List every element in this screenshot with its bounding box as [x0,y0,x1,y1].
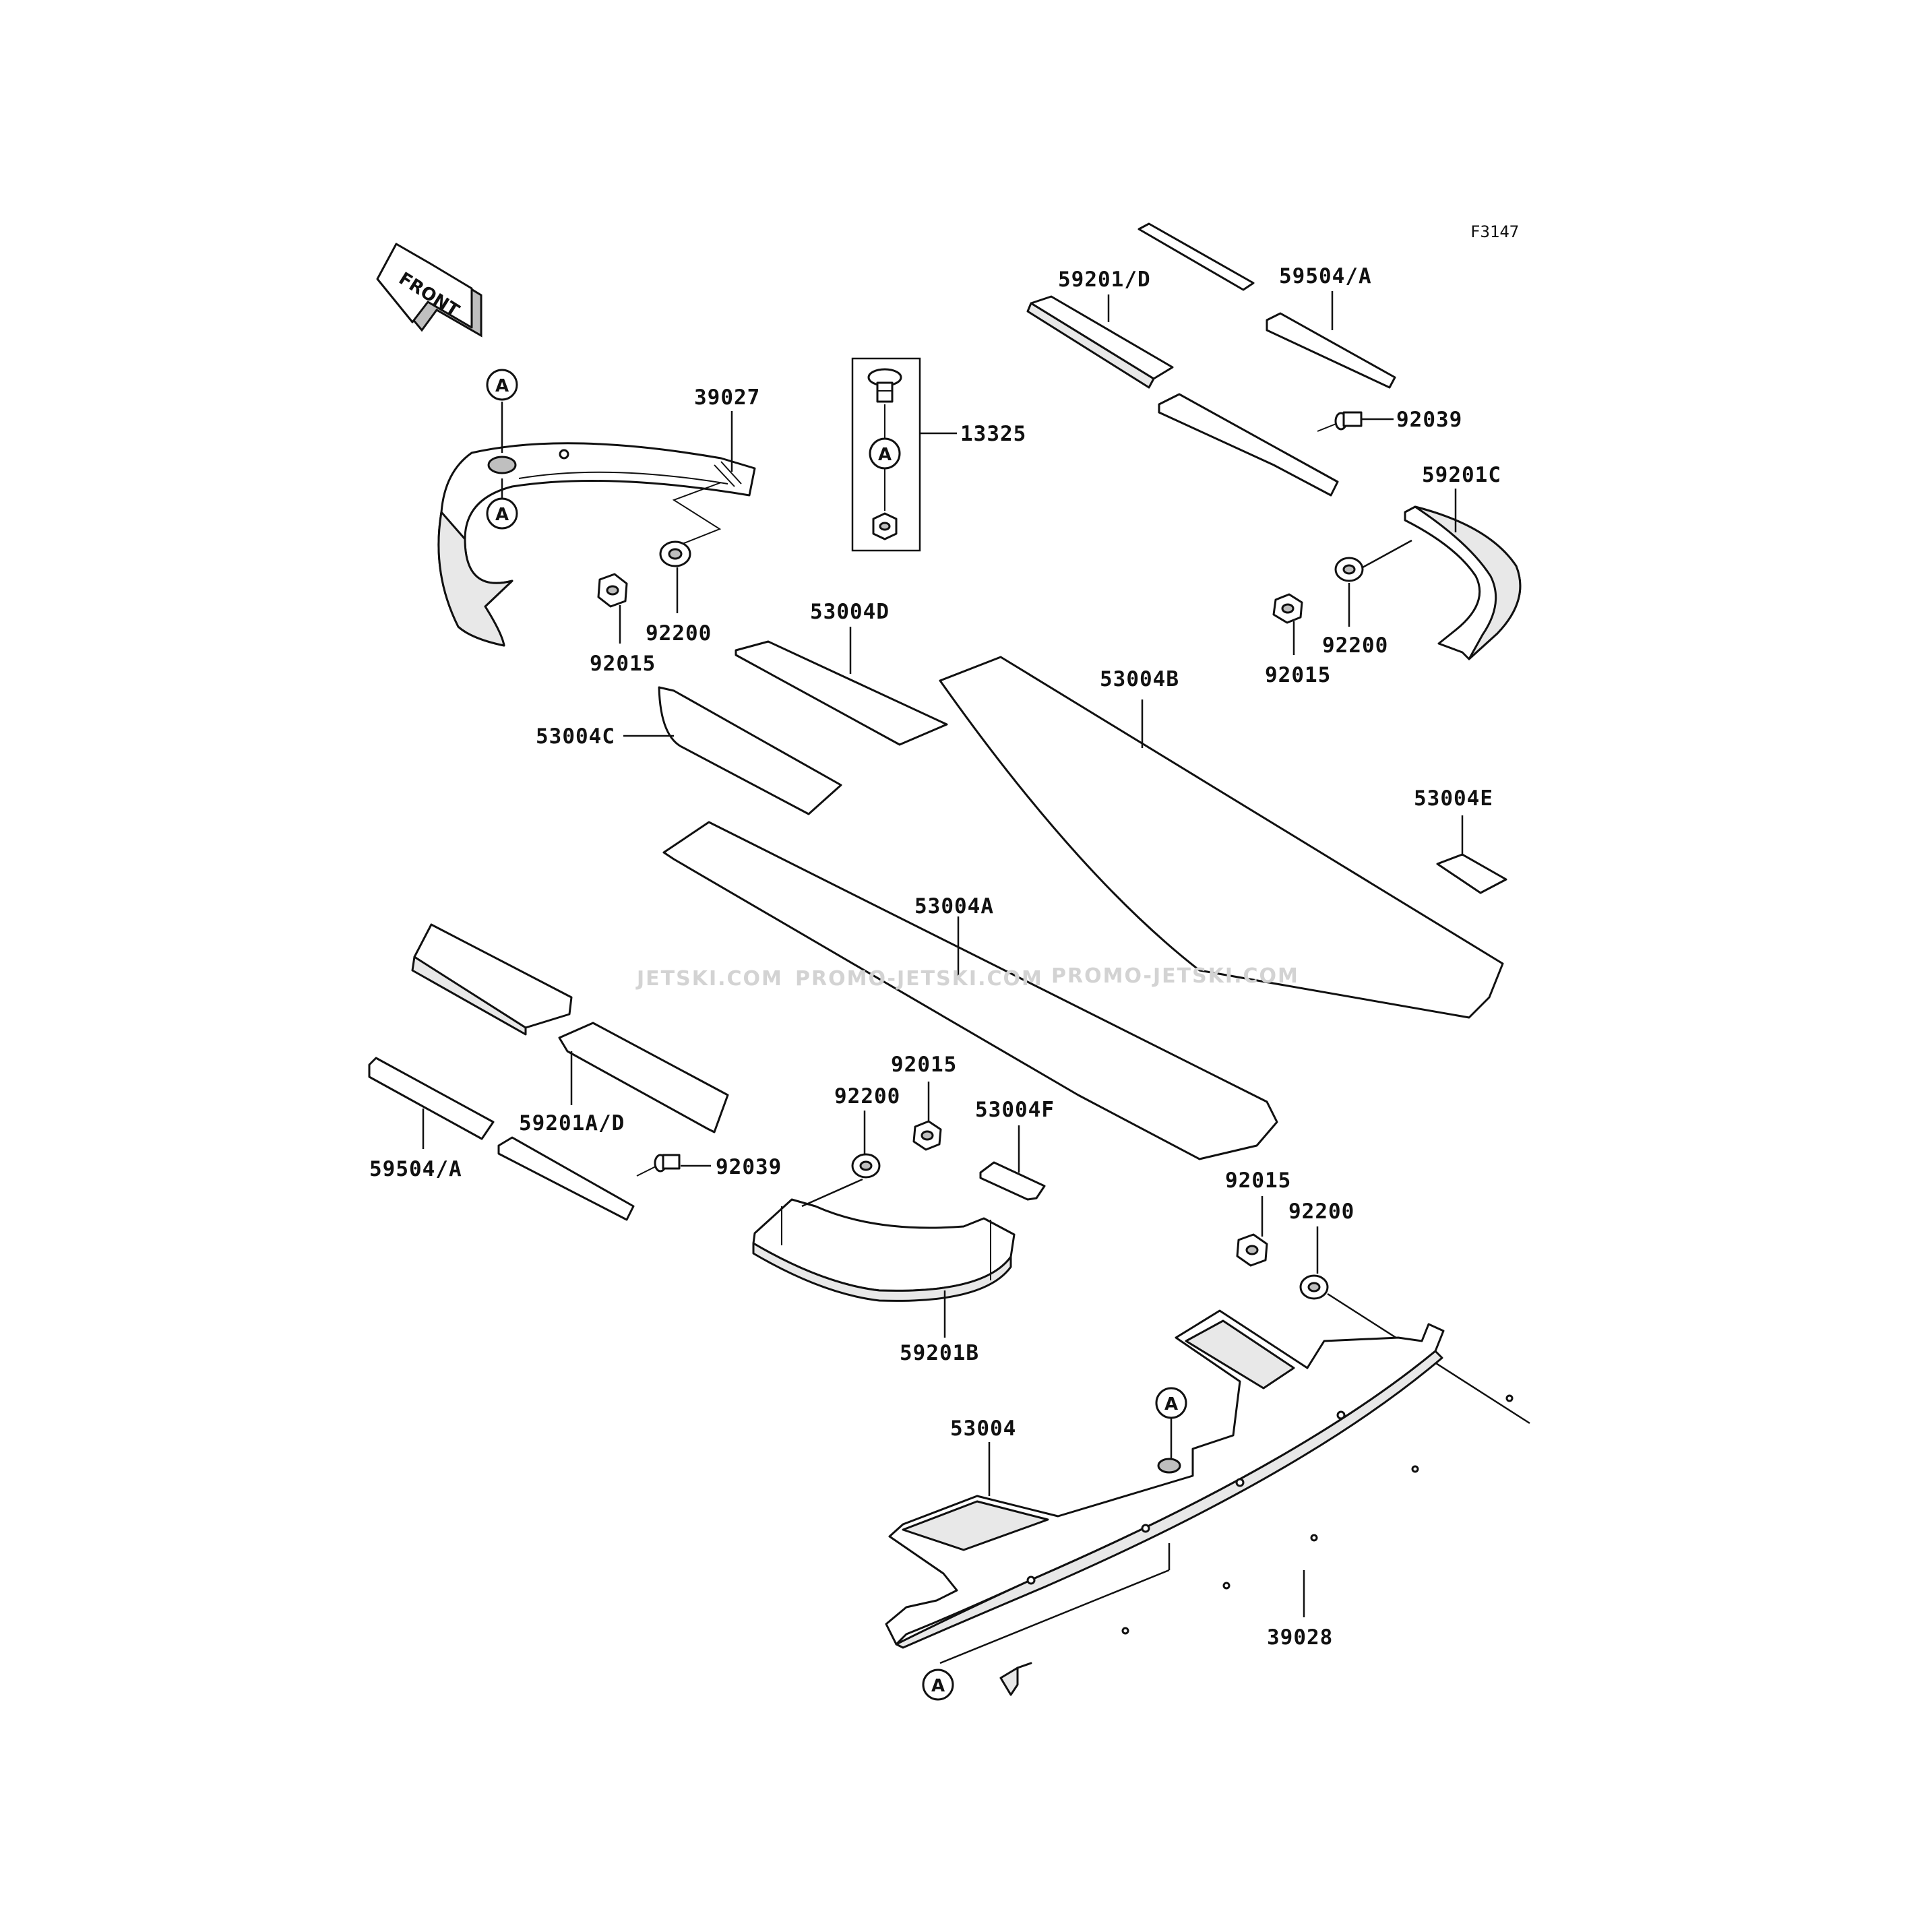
ref-marker-a-deck: A [1155,1387,1187,1419]
mat-53004a[interactable] [662,821,1278,1160]
svg-text:A: A [495,376,509,396]
fastener-kit-13325[interactable]: A [851,357,921,552]
washer-92200-bottom[interactable] [1299,1274,1329,1300]
part-label-53004f[interactable]: 53004F [975,1098,1055,1122]
part-label-92200-right[interactable]: 92200 [1322,633,1388,658]
svg-text:A: A [931,1676,945,1696]
part-label-92015-bottom[interactable]: 92015 [1225,1168,1291,1193]
mat-53004c[interactable] [658,686,842,815]
rivet-92039-bottom[interactable] [636,1154,681,1177]
part-label-59504-a-top[interactable]: 59504/A [1279,264,1372,288]
watermark-2: PROMO-JETSKI.COM [795,967,1043,991]
washer-92200-left[interactable] [659,540,691,567]
part-label-53004d[interactable]: 53004D [810,600,890,624]
part-label-13325[interactable]: 13325 [960,422,1026,446]
mat-53004e[interactable] [1436,853,1507,894]
rear-deck-53004[interactable] [885,1309,1445,1649]
part-label-53004c[interactable]: 53004C [536,724,615,749]
handle-59201b[interactable] [752,1198,1016,1302]
trim-59201a-d-lower[interactable] [558,1022,729,1133]
grab-handle-39027[interactable] [437,442,756,647]
trim-59201a-d-upper[interactable] [411,923,573,1036]
trim-channel-bottom[interactable] [497,1136,635,1221]
trim-lower-top[interactable] [1158,393,1339,497]
ref-marker-a-bottom: A [922,1669,954,1701]
trim-59201-d-top[interactable] [1026,295,1174,389]
part-label-53004a[interactable]: 53004A [914,894,994,918]
part-label-53004b[interactable]: 53004B [1100,667,1179,691]
mat-53004b[interactable] [939,656,1504,1019]
part-label-92039-top[interactable]: 92039 [1396,408,1462,432]
part-label-39027[interactable]: 39027 [694,385,760,410]
figure-code: F3147 [1470,222,1519,241]
trim-59504-a-top[interactable] [1266,312,1396,389]
nut-92015-left[interactable] [597,573,628,608]
part-label-53004[interactable]: 53004 [950,1416,1016,1441]
part-label-53004e[interactable]: 53004E [1414,786,1493,811]
part-label-92200-bottom[interactable]: 92200 [1288,1199,1354,1224]
watermark-3: PROMO-JETSKI.COM [1051,964,1299,988]
watermark-1: JETSKI.COM [635,967,783,991]
nut-92015-right[interactable] [1272,593,1303,624]
svg-text:A: A [878,445,892,465]
mat-53004d[interactable] [735,640,948,746]
front-arrow-icon: FRONT [376,243,482,338]
svg-text:A: A [495,505,509,525]
part-label-92015-left[interactable]: 92015 [590,652,656,676]
trim-59504-a-bottom[interactable] [368,1057,495,1140]
part-label-92200-left[interactable]: 92200 [646,621,712,646]
ref-marker-a-2: A [486,497,518,530]
rivet-92039-top[interactable] [1317,411,1363,432]
mat-53004f[interactable] [979,1161,1046,1201]
trim-strip-upper-top[interactable] [1138,222,1255,291]
part-label-92200-mid[interactable]: 92200 [834,1084,900,1109]
part-label-59201-d[interactable]: 59201/D [1058,268,1151,292]
part-label-59201c[interactable]: 59201C [1422,463,1501,487]
part-label-39028[interactable]: 39028 [1267,1625,1333,1650]
nut-92015-bottom[interactable] [1236,1233,1268,1267]
washer-92200-right[interactable] [1334,557,1364,582]
washer-92200-mid[interactable] [851,1153,881,1179]
handle-59201c[interactable] [1404,505,1522,660]
rail-39028[interactable] [999,1394,1514,1696]
ref-marker-a-1: A [486,369,518,401]
part-label-92015-mid[interactable]: 92015 [891,1053,957,1077]
part-label-59201b[interactable]: 59201B [900,1341,979,1365]
part-label-92039-bottom[interactable]: 92039 [716,1155,782,1179]
part-label-59504-a-bottom[interactable]: 59504/A [369,1157,462,1181]
nut-92015-mid[interactable] [912,1120,942,1151]
part-label-59201a-d[interactable]: 59201A/D [519,1111,625,1135]
part-label-92015-right[interactable]: 92015 [1265,663,1331,687]
svg-text:A: A [1164,1394,1178,1414]
